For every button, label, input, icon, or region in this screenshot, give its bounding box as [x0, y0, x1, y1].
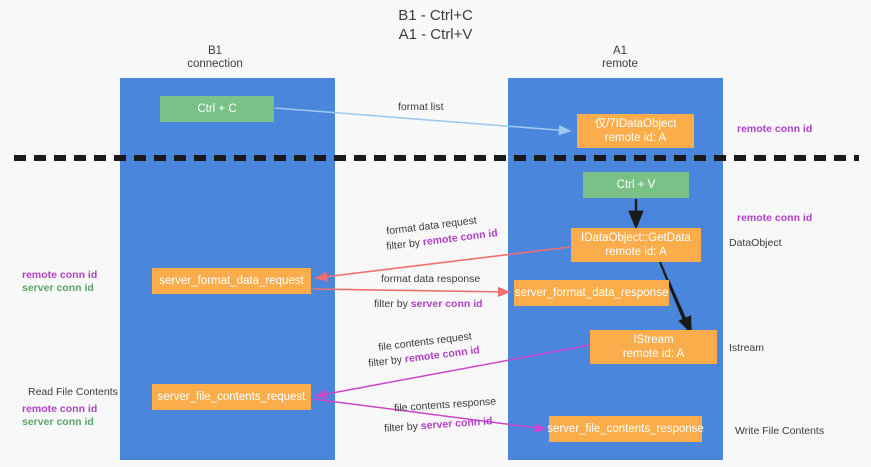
- title-line-1: B1 - Ctrl+C: [398, 7, 473, 24]
- annotation-filter-key-server-conn-id: server conn id: [410, 298, 483, 310]
- lane-header-b1: B1 connection: [150, 45, 280, 71]
- node-istream-line1: IStream: [633, 334, 674, 346]
- right-label-remote-conn-id-top: remote conn id: [737, 123, 813, 135]
- node-getdata-line2: remote id: A: [605, 246, 667, 258]
- node-ctrl-v-label: Ctrl + V: [616, 179, 656, 191]
- node-idataobject[interactable]: 仅/7IDataObject remote id: A: [577, 114, 694, 148]
- left-label-remote-conn-id-bottom: remote conn id: [22, 403, 98, 415]
- annotation-format-data-response-text: format data response: [381, 273, 481, 285]
- title-line-2: A1 - Ctrl+V: [398, 26, 473, 43]
- node-server-format-data-response[interactable]: server_format_data_response: [514, 280, 669, 306]
- right-label-istream: Istream: [729, 342, 765, 354]
- connector-format-list: [274, 107, 572, 136]
- right-label-write-file-contents: Write File Contents: [735, 425, 825, 437]
- node-ctrl-v[interactable]: Ctrl + V: [583, 172, 689, 198]
- lane-header-a1: A1 remote: [560, 45, 680, 71]
- node-ctrl-c[interactable]: Ctrl + C: [160, 96, 274, 122]
- node-server-file-contents-request[interactable]: server_file_contents_request: [152, 384, 311, 410]
- connector-format-data-request: [314, 246, 571, 282]
- lane-header-a1-sub: remote: [602, 58, 638, 70]
- connector-getdata-down: [658, 261, 690, 331]
- node-getdata-line1: IDataObject::GetData: [581, 232, 691, 244]
- node-server-format-data-request-label: server_format_data_request: [159, 275, 304, 287]
- annotation-format-data-response-filter: filter by server conn id: [374, 297, 483, 311]
- phase-divider: [14, 155, 859, 161]
- lane-header-b1-name: B1: [207, 45, 223, 57]
- left-label-read-file-contents: Read File Contents: [28, 386, 118, 398]
- annotation-format-list: format list: [398, 100, 444, 114]
- right-label-remote-conn-id-mid: remote conn id: [737, 212, 813, 224]
- annotation-filter-prefix-4: filter by: [383, 420, 422, 435]
- node-ctrl-c-label: Ctrl + C: [197, 103, 237, 115]
- left-label-remote-conn-id-mid: remote conn id: [22, 269, 98, 281]
- left-label-server-conn-id-bottom: server conn id: [22, 416, 94, 428]
- right-label-dataobject: DataObject: [729, 237, 782, 249]
- page-title: B1 - Ctrl+C A1 - Ctrl+V: [0, 6, 871, 44]
- connector-format-data-response: [312, 286, 511, 297]
- node-istream-line2: remote id: A: [622, 348, 685, 360]
- connector-file-contents-response: [312, 398, 547, 433]
- node-server-format-data-request[interactable]: server_format_data_request: [152, 268, 311, 294]
- lane-header-b1-sub: connection: [187, 58, 243, 70]
- node-server-file-contents-response-label: server_file_contents_response: [547, 423, 704, 435]
- node-server-file-contents-response[interactable]: server_file_contents_response: [547, 416, 704, 442]
- annotation-filter-prefix-2: filter by: [374, 298, 411, 310]
- node-server-file-contents-request-label: server_file_contents_request: [157, 391, 306, 403]
- left-label-server-conn-id-mid: server conn id: [22, 282, 94, 294]
- node-idataobject-getdata[interactable]: IDataObject::GetData remote id: A: [571, 228, 701, 262]
- node-idataobject-line2: remote id: A: [604, 132, 667, 144]
- lane-header-a1-name: A1: [612, 45, 628, 57]
- annotation-format-list-text: format list: [398, 101, 444, 113]
- annotation-format-data-response: format data response: [381, 272, 480, 286]
- node-istream[interactable]: IStream remote id: A: [590, 330, 717, 364]
- node-server-format-data-response-label: server_format_data_response: [514, 287, 669, 299]
- connector-file-contents-request: [314, 344, 591, 399]
- node-idataobject-line1: 仅/7IDataObject: [594, 118, 677, 130]
